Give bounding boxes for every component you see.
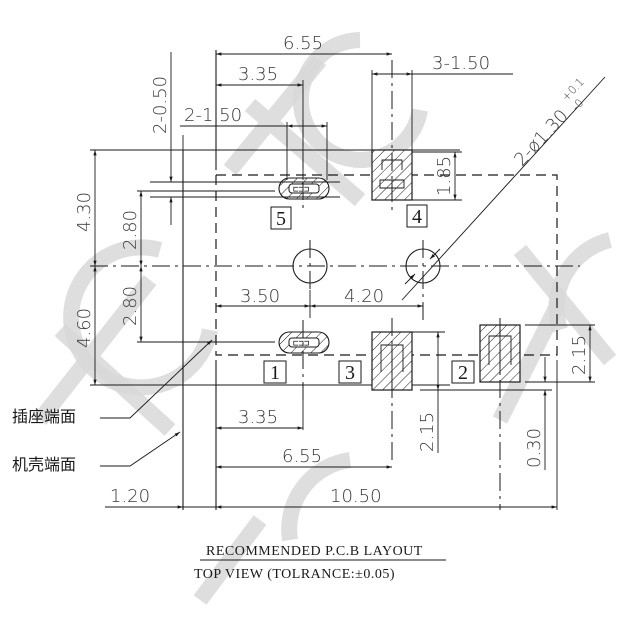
reference-lines xyxy=(90,50,580,510)
dim-slot-width: 2-1.50 xyxy=(180,105,328,180)
socket-face-label: 插座端面 xyxy=(12,339,213,426)
svg-text:6.55: 6.55 xyxy=(283,33,323,54)
slot-1: ⊏⊐⊐ xyxy=(278,320,330,400)
svg-text:RECOMMENDED P.C.B LAYOUT: RECOMMENDED P.C.B LAYOUT xyxy=(206,544,423,559)
svg-text:⊏⊐⊐: ⊏⊐⊐ xyxy=(293,339,309,349)
svg-text:3-1.50: 3-1.50 xyxy=(432,53,490,74)
dim-pad3-height: 2.15 xyxy=(412,331,445,453)
dim-slot-height: 2-0.50 xyxy=(150,52,184,225)
svg-text:插座端面: 插座端面 xyxy=(12,407,76,426)
svg-text:4: 4 xyxy=(412,206,422,228)
svg-text:TOP VIEW (TOLRANCE:±0.05): TOP VIEW (TOLRANCE:±0.05) xyxy=(194,567,395,582)
svg-text:2: 2 xyxy=(458,362,468,384)
svg-text:5: 5 xyxy=(276,208,286,230)
dim-top-335: 3.35 xyxy=(216,64,304,180)
svg-text:6.55: 6.55 xyxy=(282,446,322,467)
dim-bottom-335: 3.35 xyxy=(216,395,304,430)
dim-bottom-655: 6.55 xyxy=(216,446,392,469)
hole-right xyxy=(405,240,441,320)
dim-hole1-x: 3.50 xyxy=(216,286,311,318)
dim-pad2-height: 2.15 xyxy=(525,324,595,383)
pad-3 xyxy=(371,318,413,460)
slot-5: ⊏⊐⊐ xyxy=(150,120,340,210)
svg-text:1: 1 xyxy=(270,362,280,384)
svg-text:4.60: 4.60 xyxy=(74,308,95,348)
svg-text:2-0.50: 2-0.50 xyxy=(150,76,171,134)
drawing-title: RECOMMENDED P.C.B LAYOUT TOP VIEW (TOLRA… xyxy=(194,544,446,582)
svg-text:⊏⊐⊐: ⊏⊐⊐ xyxy=(293,185,309,195)
hole-left xyxy=(292,240,328,292)
svg-text:3.50: 3.50 xyxy=(240,286,280,307)
dim-housing-offset: 1.20 xyxy=(105,486,216,509)
svg-text:2.80: 2.80 xyxy=(120,286,141,326)
svg-text:3.35: 3.35 xyxy=(238,64,278,85)
dim-left-280-upper: 2.80 xyxy=(120,191,143,266)
pad-2 xyxy=(479,318,521,510)
pad-4 xyxy=(371,60,413,215)
svg-text:2.15: 2.15 xyxy=(569,335,590,375)
svg-text:1.20: 1.20 xyxy=(110,486,150,507)
pad-labels: 5 4 1 3 2 xyxy=(263,204,475,384)
svg-text:4.30: 4.30 xyxy=(74,192,95,232)
dim-pad4-height: 1.85 xyxy=(412,151,462,201)
dim-overall-length: 10.50 xyxy=(216,360,558,510)
dim-pad-width: 3-1.50 xyxy=(372,53,513,76)
dim-hole-spacing: 4.20 xyxy=(310,286,423,308)
svg-text:2.15: 2.15 xyxy=(417,412,438,452)
svg-text:机壳端面: 机壳端面 xyxy=(12,455,76,474)
dim-pad2-offset: 0.30 xyxy=(420,357,552,470)
housing-face-label: 机壳端面 xyxy=(12,431,181,474)
svg-text:1.85: 1.85 xyxy=(434,156,455,196)
svg-text:2-1.50: 2-1.50 xyxy=(184,105,242,126)
svg-text:10.50: 10.50 xyxy=(330,486,382,507)
svg-text:2-ø1.30: 2-ø1.30 xyxy=(510,106,572,171)
svg-text:4.20: 4.20 xyxy=(344,286,384,307)
svg-text:2.80: 2.80 xyxy=(120,210,141,250)
svg-text:3: 3 xyxy=(345,362,355,384)
dim-left-430: 4.30 xyxy=(74,150,97,266)
svg-text:3.35: 3.35 xyxy=(238,407,278,428)
svg-text:0.30: 0.30 xyxy=(524,428,545,468)
dim-left-280-lower: 2.80 xyxy=(120,266,143,342)
dim-top-655: 6.55 xyxy=(216,33,392,56)
dim-left-460: 4.60 xyxy=(74,266,97,385)
